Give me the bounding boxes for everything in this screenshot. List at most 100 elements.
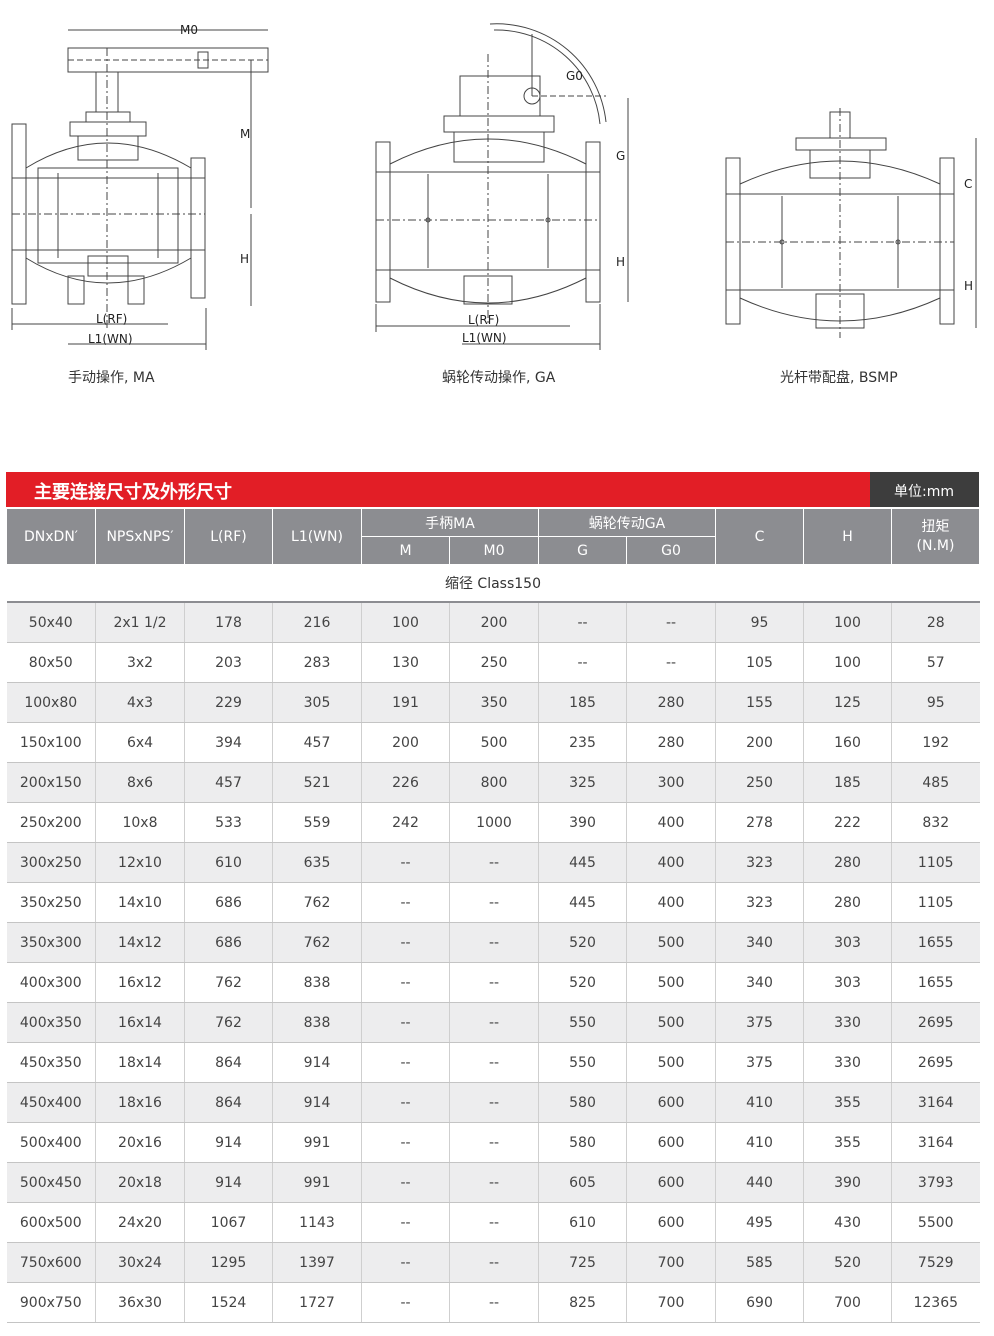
cell-dn: 350x250 [6,882,96,923]
cell-g: 550 [538,1002,627,1043]
cell-h: 222 [803,802,892,843]
cell-c: 690 [715,1282,804,1323]
cell-torque: 1655 [891,962,980,1003]
cell-g: 825 [538,1282,627,1323]
cell-c: 200 [715,722,804,763]
cell-nps: 36x30 [95,1282,185,1323]
cell-m: -- [361,882,450,923]
cell-m: -- [361,1282,450,1323]
cell-dn: 200x150 [6,762,96,803]
cell-g0: 500 [626,922,716,963]
cell-m0: -- [449,1282,539,1323]
cell-g: 235 [538,722,627,763]
header-torque: 扭矩 (N.M) [891,508,980,565]
label-m: M [240,127,250,141]
cell-c: 323 [715,882,804,923]
cell-l1: 1397 [272,1242,362,1283]
cell-h: 390 [803,1162,892,1203]
cell-nps: 18x14 [95,1042,185,1083]
cell-torque: 3164 [891,1122,980,1163]
cell-torque: 832 [891,802,980,843]
cell-torque: 95 [891,682,980,723]
cell-m: -- [361,1202,450,1243]
cell-torque: 1105 [891,842,980,883]
header-m: M [361,536,450,565]
cell-c: 495 [715,1202,804,1243]
cell-torque: 12365 [891,1282,980,1323]
cell-torque: 2695 [891,1042,980,1083]
cell-l: 914 [184,1122,273,1163]
caption-bsmp: 光杆带配盘, BSMP [780,370,898,386]
cell-h: 280 [803,882,892,923]
cell-g0: 600 [626,1122,716,1163]
cell-h: 100 [803,602,892,643]
cell-torque: 485 [891,762,980,803]
header-l: L(RF) [184,508,273,565]
cell-torque: 1655 [891,922,980,963]
cell-l: 686 [184,922,273,963]
cell-h: 160 [803,722,892,763]
cell-h: 520 [803,1242,892,1283]
cell-m: 242 [361,802,450,843]
cell-dn: 500x450 [6,1162,96,1203]
cell-g: 185 [538,682,627,723]
cell-c: 375 [715,1042,804,1083]
cell-m: -- [361,1162,450,1203]
cell-l1: 838 [272,1002,362,1043]
cell-g: 580 [538,1082,627,1123]
cell-l1: 991 [272,1162,362,1203]
cell-g0: 400 [626,802,716,843]
cell-l: 914 [184,1162,273,1203]
cell-nps: 16x12 [95,962,185,1003]
unit-background [870,472,979,507]
cell-dn: 300x250 [6,842,96,883]
label-h-ga: H [616,255,625,269]
cell-dn: 600x500 [6,1202,96,1243]
cell-l1: 838 [272,962,362,1003]
cell-l1: 457 [272,722,362,763]
header-l1: L1(WN) [272,508,362,565]
cell-l: 178 [184,602,273,643]
cell-nps: 4x3 [95,682,185,723]
cell-c: 105 [715,642,804,683]
table-header: DNxDN′ NPSxNPS′ L(RF) L1(WN) 手柄MA 蜗轮传动GA… [6,508,980,565]
cell-dn: 150x100 [6,722,96,763]
group-label: 缩径 Class150 [6,564,980,603]
cell-l1: 305 [272,682,362,723]
cell-g0: 600 [626,1082,716,1123]
label-m0: M0 [180,23,198,37]
title-background [6,472,870,507]
cell-g: 725 [538,1242,627,1283]
cell-m0: 350 [449,682,539,723]
cell-g: 390 [538,802,627,843]
cell-m: -- [361,962,450,1003]
cell-l: 1524 [184,1282,273,1323]
section-title: 主要连接尺寸及外形尺寸 [34,482,232,503]
cell-g: 580 [538,1122,627,1163]
cell-g: 520 [538,922,627,963]
cell-g: 610 [538,1202,627,1243]
cell-nps: 30x24 [95,1242,185,1283]
cell-l: 203 [184,642,273,683]
cell-h: 125 [803,682,892,723]
cell-g0: -- [626,602,716,643]
cell-m0: -- [449,1202,539,1243]
cell-nps: 6x4 [95,722,185,763]
cell-h: 330 [803,1002,892,1043]
cell-c: 410 [715,1122,804,1163]
cell-g: -- [538,642,627,683]
label-l1-ga: L1(WN) [462,331,507,345]
label-l-ga: L(RF) [468,313,499,327]
cell-g0: 300 [626,762,716,803]
cell-dn: 500x400 [6,1122,96,1163]
header-ma: 手柄MA [361,508,539,537]
header-dn: DNxDN′ [6,508,96,565]
